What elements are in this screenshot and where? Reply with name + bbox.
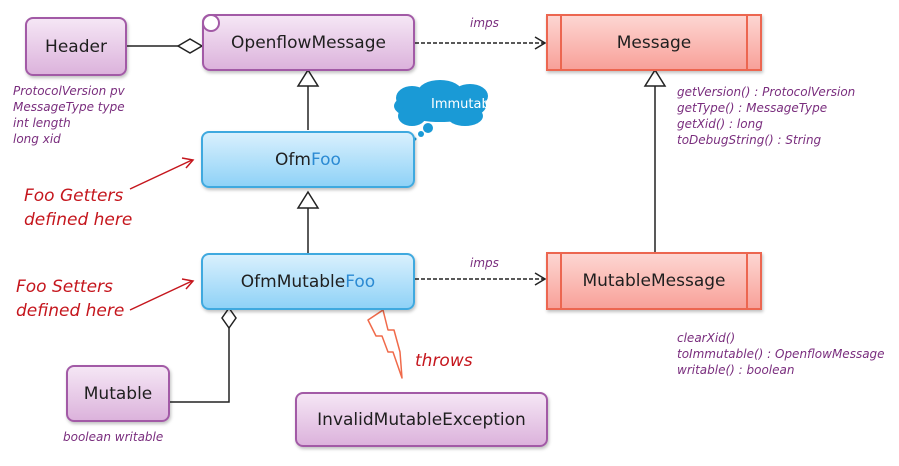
class-mutable-label: Mutable [83,383,153,404]
class-header[interactable]: Header [25,17,127,76]
getters-callout-line: defined here [24,210,133,230]
inheritance-triangle-ofmmutablefoo [296,190,320,209]
setters-callout-line: Foo Setters [16,277,113,297]
header-field: long xid [13,132,61,146]
getters-callout-line: Foo Getters [24,186,124,206]
callout-arrow-getters-line [129,159,193,190]
message-right-bar [746,16,760,69]
imps-label-bottom: imps [470,256,499,270]
class-mutable[interactable]: Mutable [66,365,170,422]
imps-arrowhead-top [534,36,547,50]
class-invalid-mutable-exception[interactable]: InvalidMutableException [295,392,548,447]
inheritance-triangle-mutablemessage [643,68,667,87]
lightning-bolt-icon [367,309,403,379]
class-openflow-message-label: OpenflowMessage [231,32,386,53]
class-ofm-mutable-foo-label: OfmMutableFoo [241,272,375,292]
mutable-message-right-bar [746,254,760,308]
callout-arrow-setters-head [181,278,195,290]
message-method: getType() : MessageType [677,101,828,115]
inheritance-triangle-ofmfoo [296,68,320,87]
throws-label: throws [415,351,473,371]
class-ofm-mutable-foo-accent: Foo [345,271,376,292]
immutable-cloud-label: Immutable [431,97,502,112]
class-ofm-foo-prefix: Ofm [275,149,311,170]
mutable-field: boolean writable [63,430,164,444]
header-field: int length [13,116,71,130]
interface-mutable-message[interactable]: MutableMessage [546,252,762,310]
message-method: toDebugString() : String [677,133,822,147]
class-ofm-foo-accent: Foo [310,149,341,170]
mutable-message-method: clearXid() [677,331,736,345]
interface-circle-icon [202,14,220,32]
class-ofm-foo-label: OfmFoo [275,150,341,170]
aggregation-diamond-header [176,38,204,54]
mutable-fields-note: boolean writable [63,429,163,445]
aggregation-line-mutable [170,328,230,403]
mutable-message-left-bar [548,254,562,308]
class-invalid-mutable-exception-label: InvalidMutableException [317,409,526,430]
interface-message[interactable]: Message [546,14,762,71]
callout-arrow-getters-head [181,157,195,169]
imps-arrowhead-bottom [534,272,547,286]
class-openflow-message[interactable]: OpenflowMessage [202,14,415,71]
interface-mutable-message-label: MutableMessage [582,271,726,291]
class-header-label: Header [45,36,107,57]
class-ofm-mutable-foo[interactable]: OfmMutableFoo [201,253,415,310]
message-method: getXid() : long [677,117,763,131]
mutable-message-method: writable() : boolean [677,363,795,377]
aggregation-diamond-mutable [221,306,237,330]
immutable-thought-cloud [394,80,488,141]
setters-callout: Foo Setters defined here [16,275,124,323]
header-field: ProtocolVersion pv [13,84,125,98]
header-field: MessageType type [13,100,125,114]
message-methods-note: getVersion() : ProtocolVersion getType()… [677,84,855,148]
callout-arrow-setters-line [129,280,193,311]
mutable-message-methods-note: clearXid() toImmutable() : OpenflowMessa… [677,330,885,378]
message-method: getVersion() : ProtocolVersion [677,85,856,99]
message-left-bar [548,16,562,69]
header-fields-note: ProtocolVersion pv MessageType type int … [13,83,125,147]
getters-callout: Foo Getters defined here [24,184,132,232]
imps-label-top: imps [470,16,499,30]
class-ofm-mutable-foo-prefix: OfmMutable [240,271,346,292]
class-ofm-foo[interactable]: OfmFoo [201,131,415,188]
interface-message-label: Message [616,32,692,53]
setters-callout-line: defined here [16,301,125,321]
mutable-message-method: toImmutable() : OpenflowMessage [677,347,885,361]
